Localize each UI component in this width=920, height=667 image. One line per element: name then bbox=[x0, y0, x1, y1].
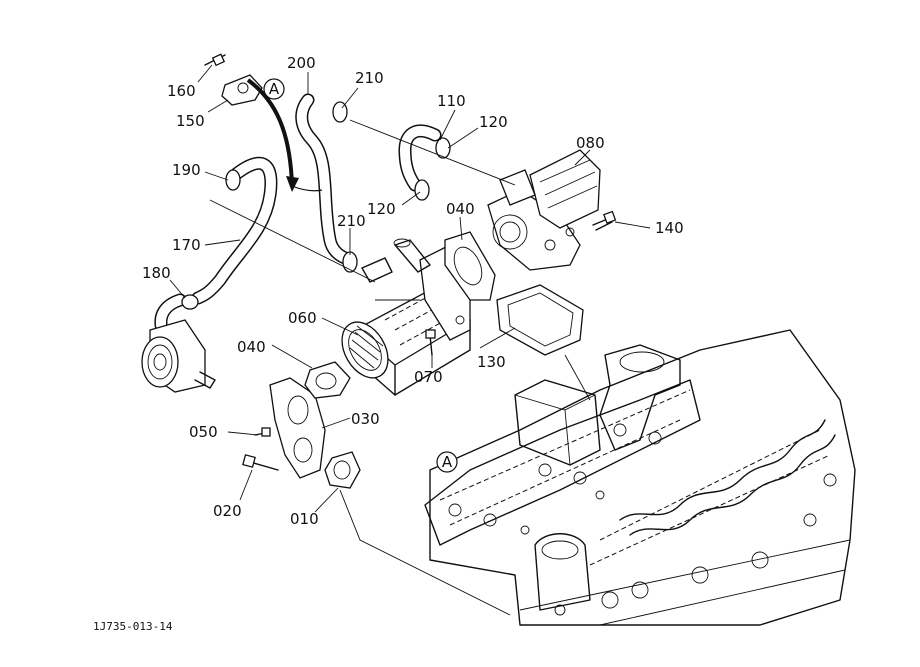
bolts-misc bbox=[242, 329, 436, 471]
gasket-130 bbox=[496, 284, 584, 356]
callout-140: 140 bbox=[655, 219, 684, 237]
clamps bbox=[181, 101, 451, 310]
callout-160: 160 bbox=[167, 82, 196, 100]
bracket-150 bbox=[204, 53, 263, 106]
callout-020: 020 bbox=[213, 502, 242, 520]
callout-150: 150 bbox=[176, 112, 205, 130]
gasket-040-lower bbox=[304, 361, 351, 399]
engine-block bbox=[424, 329, 856, 626]
callout-210-lower: 210 bbox=[337, 212, 366, 230]
callout-leaders bbox=[169, 64, 651, 513]
callout-030: 030 bbox=[351, 410, 380, 428]
callout-080: 080 bbox=[576, 134, 605, 152]
callout-070: 070 bbox=[414, 368, 443, 386]
direction-arrow bbox=[246, 78, 323, 192]
egr-valve bbox=[487, 149, 601, 271]
callout-120-lower: 120 bbox=[367, 200, 396, 218]
callout-190: 190 bbox=[172, 161, 201, 179]
ref-marker-a-top: A bbox=[263, 78, 285, 100]
callout-200: 200 bbox=[287, 54, 316, 72]
oil-cooler bbox=[141, 319, 216, 393]
gasket-040-upper bbox=[444, 231, 496, 301]
callout-040-lower: 040 bbox=[237, 338, 266, 356]
callout-120-top: 120 bbox=[479, 113, 508, 131]
figure-id: 1J735-013-14 bbox=[93, 620, 173, 633]
ref-marker-a-engine: A bbox=[436, 451, 458, 473]
connector-lines bbox=[209, 119, 591, 616]
callout-110: 110 bbox=[437, 92, 466, 110]
callout-060: 060 bbox=[288, 309, 317, 327]
bolt-140 bbox=[592, 210, 617, 231]
callout-050: 050 bbox=[189, 423, 218, 441]
svg-text:A: A bbox=[442, 453, 453, 471]
callout-010: 010 bbox=[290, 510, 319, 528]
callout-040-upper: 040 bbox=[446, 200, 475, 218]
callout-210-top: 210 bbox=[355, 69, 384, 87]
hoses bbox=[154, 93, 442, 337]
flange-030 bbox=[269, 377, 326, 479]
callout-labels: 160 150 200 210 110 120 080 190 120 040 … bbox=[142, 54, 684, 528]
callout-170: 170 bbox=[172, 236, 201, 254]
svg-text:A: A bbox=[269, 80, 280, 98]
callout-130: 130 bbox=[477, 353, 506, 371]
gasket-010 bbox=[324, 451, 361, 489]
callout-180: 180 bbox=[142, 264, 171, 282]
